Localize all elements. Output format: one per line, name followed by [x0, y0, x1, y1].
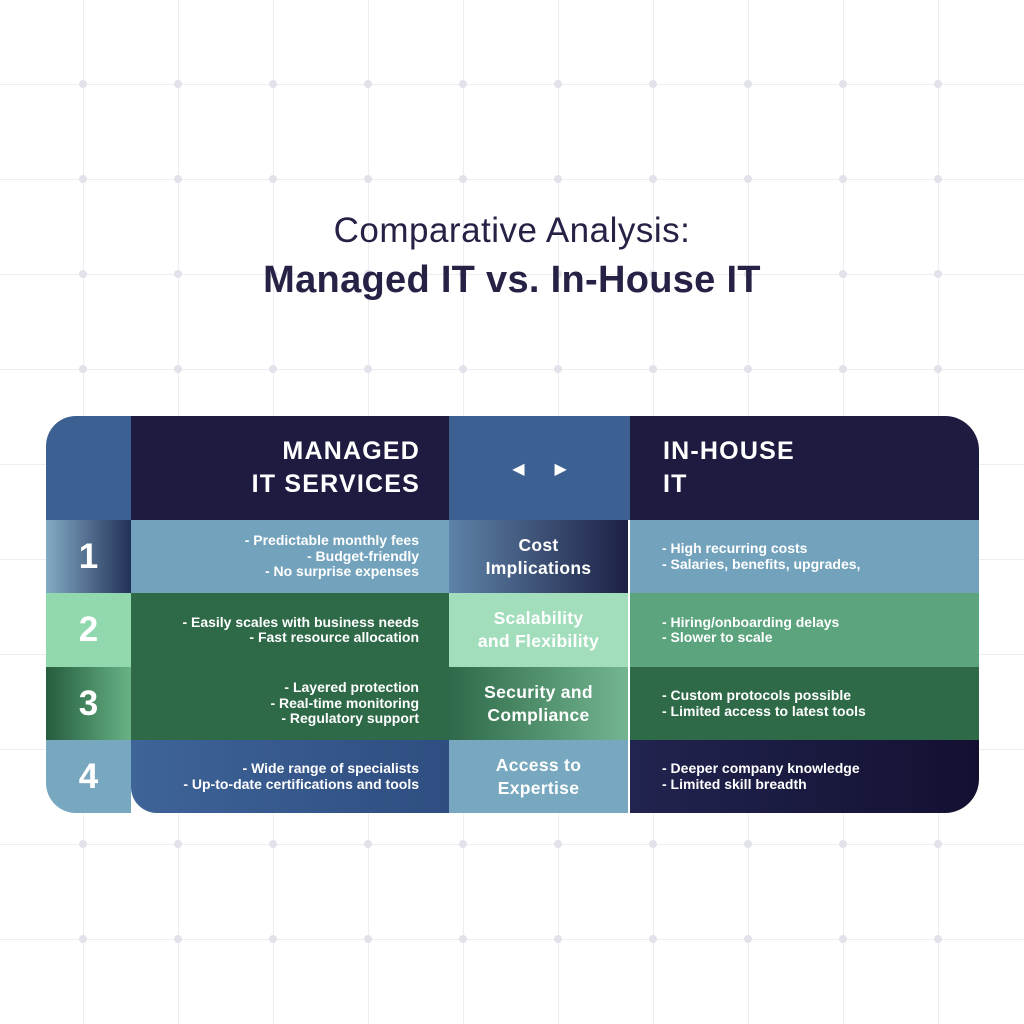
bullet-line: - Limited skill breadth	[662, 775, 807, 792]
bullet-line: - Hiring/onboarding delays	[662, 613, 840, 630]
bullet-line: - Deeper company knowledge	[662, 760, 860, 776]
header-inhouse-line: IT	[663, 470, 688, 498]
category-line: Implications	[485, 557, 592, 578]
row-3-managed-cell: - Layered protection - Real-time monitor…	[131, 667, 449, 740]
category-line: Access to	[495, 754, 582, 775]
arrow-left-icon: ◀	[512, 458, 525, 478]
row-1-number: 1	[46, 520, 131, 593]
row-4-number: 4	[46, 740, 131, 813]
row-2-category: Scalability and Flexibility	[449, 593, 630, 667]
title-line-1: Comparative Analysis:	[333, 211, 691, 250]
header-corner-block	[46, 416, 131, 520]
category-line: Expertise	[497, 777, 580, 798]
bullet-line: - Slower to scale	[662, 629, 773, 645]
bullet-line: - Easily scales with business needs	[182, 613, 419, 630]
header-inhouse-it: IN-HOUSE IT	[630, 416, 979, 520]
title-line-2: Managed IT vs. In-House IT	[263, 259, 761, 301]
comparison-table: MANAGED IT SERVICES ◀ ▶ IN-HOUSE IT 1 - …	[46, 416, 979, 813]
header-inhouse-line: IN-HOUSE	[663, 437, 795, 465]
page-title: Comparative Analysis: Managed IT vs. In-…	[0, 208, 1024, 306]
category-line: Scalability	[493, 608, 584, 628]
category-line: Compliance	[487, 704, 590, 725]
category-line: Cost	[518, 534, 559, 555]
header-managed-it: MANAGED IT SERVICES	[131, 416, 449, 520]
bullet-line: - Layered protection	[284, 679, 419, 696]
row-4-managed-cell: - Wide range of specialists - Up-to-date…	[131, 740, 449, 813]
row-4-inhouse-cell: - Deeper company knowledge - Limited ski…	[630, 740, 979, 813]
row-1-category: Cost Implications	[449, 520, 630, 593]
bullet-line: - Real-time monitoring	[270, 694, 419, 711]
bullet-line: - Fast resource allocation	[249, 629, 419, 645]
row-3-category: Security and Compliance	[449, 667, 630, 740]
row-4-category: Access to Expertise	[449, 740, 630, 813]
bullet-line: - Regulatory support	[281, 710, 419, 727]
bullet-line: - High recurring costs	[662, 540, 808, 556]
bullet-line: - Salaries, benefits, upgrades,	[662, 555, 861, 572]
header-arrows: ◀ ▶	[449, 416, 630, 520]
header-managed-line: IT SERVICES	[251, 470, 420, 498]
bullet-line: - Budget-friendly	[307, 547, 419, 564]
row-3-inhouse-cell: - Custom protocols possible - Limited ac…	[630, 667, 979, 740]
row-3-number: 3	[46, 667, 131, 740]
header-managed-line: MANAGED	[282, 437, 420, 465]
bullet-line: - Predictable monthly fees	[244, 532, 419, 549]
bullet-line: - Limited access to latest tools	[662, 702, 866, 719]
bullet-line: - No surprise expenses	[264, 563, 419, 580]
bullet-line: - Up-to-date certifications and tools	[183, 775, 419, 792]
bullet-line: - Custom protocols possible	[662, 687, 852, 703]
category-line: and Flexibility	[477, 631, 600, 651]
row-1-managed-cell: - Predictable monthly fees - Budget-frie…	[131, 520, 449, 593]
row-1-inhouse-cell: - High recurring costs - Salaries, benef…	[630, 520, 979, 593]
category-line: Security and	[484, 681, 593, 702]
bullet-line: - Wide range of specialists	[242, 760, 419, 776]
row-2-managed-cell: - Easily scales with business needs - Fa…	[131, 593, 449, 667]
arrow-right-icon: ▶	[554, 458, 567, 478]
row-2-inhouse-cell: - Hiring/onboarding delays - Slower to s…	[630, 593, 979, 667]
row-2-number: 2	[46, 593, 131, 667]
